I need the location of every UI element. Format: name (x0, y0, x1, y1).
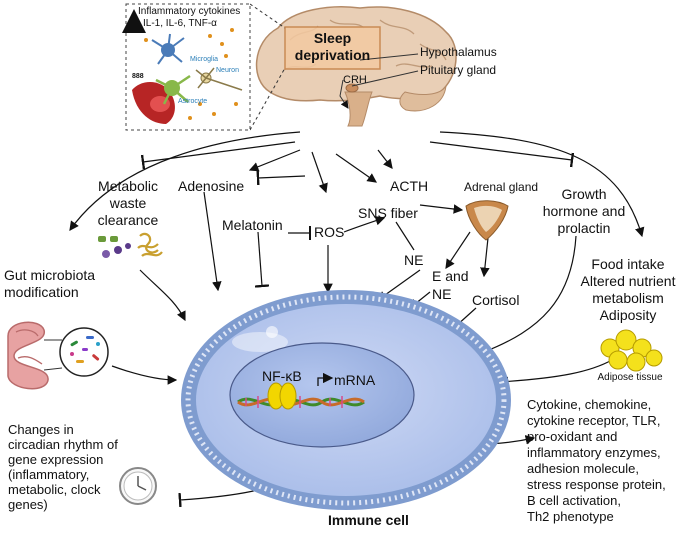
adrenal-label: Adrenal gland (464, 180, 539, 194)
growth-label-1: Growth (561, 186, 607, 202)
adipose-label: Adipose tissue (597, 372, 663, 383)
crh-arrow (339, 79, 349, 109)
e-ne-label: NE (432, 286, 452, 302)
circadian-line: Changes in (8, 422, 74, 437)
circadian-line: (inflammatory, (8, 467, 90, 482)
ros-label: ROS (314, 224, 345, 240)
cortisol-label: Cortisol (472, 292, 520, 308)
gene-output-line: cytokine receptor, TLR, (527, 413, 661, 428)
hypothalamus-label: Hypothalamus (420, 45, 497, 59)
bbb-label: 888 (132, 73, 144, 80)
clock-icon (119, 467, 157, 505)
growth-label-3: prolactin (557, 220, 611, 236)
nucleus (229, 342, 415, 448)
adenosine-label: Adenosine (178, 178, 245, 194)
gene-output-line: Cytokine, chemokine, (527, 397, 652, 412)
metabolic-waste-icon (98, 232, 163, 258)
e-and-label: E and (432, 268, 469, 284)
neuron-label: Neuron (216, 67, 239, 74)
pituitary-label: Pituitary gland (420, 63, 497, 77)
metabolic-label-2: waste (109, 195, 147, 211)
adipose-tissue-icon (600, 329, 663, 372)
circadian-line: genes) (8, 497, 48, 512)
inset-title: Inflammatory cytokines (138, 6, 241, 17)
ne-label: NE (404, 252, 424, 268)
metabolic-label-3: clearance (97, 212, 159, 228)
deprivation-label: deprivation (294, 47, 371, 63)
food-label-4: Adiposity (599, 307, 657, 323)
gene-output-line: Th2 phenotype (527, 509, 614, 524)
neuron-cell (195, 67, 243, 91)
gut-label-1: Gut microbiota (4, 267, 96, 283)
acth-label: ACTH (390, 178, 429, 194)
gene-output-line: adhesion molecule, (527, 461, 640, 476)
immune-cell-label: Immune cell (328, 512, 409, 528)
astrocyte-label: Astrocyte (178, 98, 208, 105)
microglia-cell (151, 33, 185, 65)
metabolic-label-1: Metabolic (98, 178, 158, 194)
mrna-label: mRNA (334, 372, 376, 388)
sleep-label: Sleep (313, 30, 352, 46)
circadian-line: circadian rhythm of (8, 437, 118, 452)
transcription-arrow (317, 372, 334, 386)
gut-label-2: modification (4, 284, 79, 300)
adrenal-gland-icon (465, 200, 509, 241)
cytokine-dots (144, 28, 238, 120)
melatonin-label: Melatonin (222, 217, 283, 233)
food-label-1: Food intake (591, 256, 665, 272)
pituitary-pointer (351, 70, 419, 87)
nfkb-label: NF-κB (262, 368, 302, 384)
gene-output-line: stress response protein, (527, 477, 666, 492)
crh-label: CRH (343, 74, 367, 86)
astrocyte-cell (155, 74, 191, 105)
gene-output-line: inflammatory enzymes, (527, 445, 661, 460)
sleep-deprivation-box (284, 26, 381, 70)
nfkb-protein (267, 382, 297, 410)
circadian-line: gene expression (8, 452, 104, 467)
circadian-line: metabolic, clock (8, 482, 101, 497)
microglia-label: Microglia (190, 56, 219, 63)
growth-label-2: hormone and (542, 203, 626, 219)
food-label-2: Altered nutrient (580, 273, 676, 289)
hypothalamus-pointer (359, 53, 419, 61)
gene-output-line: B cell activation, (527, 493, 621, 508)
inset-callout-top (249, 3, 286, 29)
gene-output-line: pro-oxidant and (527, 429, 618, 444)
gut-intestine-icon (7, 321, 109, 390)
sns-label: SNS fiber (358, 205, 418, 221)
food-label-3: metabolism (592, 290, 664, 306)
inset-cytokines: IL-1, IL-6, TNF-α (143, 18, 217, 29)
neuroinflammation-inset (122, 3, 251, 131)
dna-helix (237, 396, 365, 408)
